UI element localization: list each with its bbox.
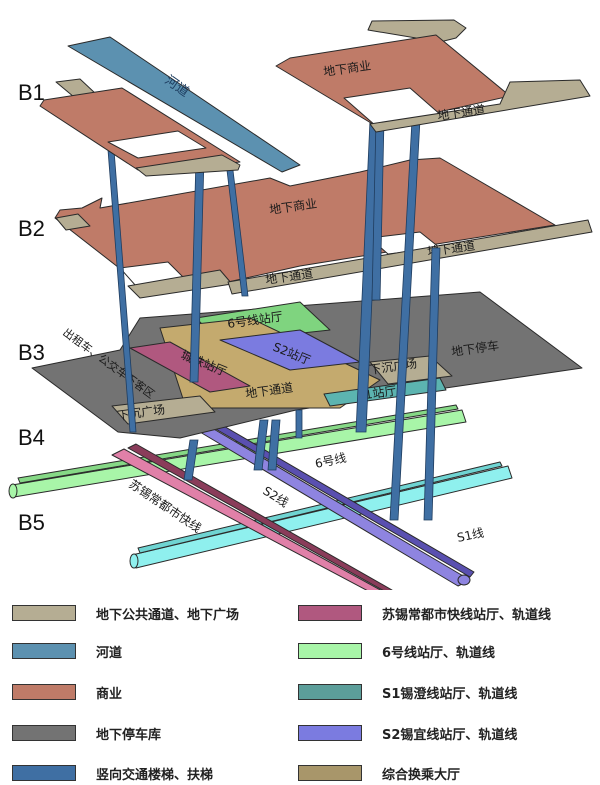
b1-commercial-left xyxy=(39,78,241,177)
legend-item-vertical-transport: 竖向交通楼梯、扶梯 xyxy=(12,763,213,783)
level-label-b5: B5 xyxy=(18,510,45,535)
label-s2-line: S2线 xyxy=(260,484,291,510)
legend-swatch xyxy=(298,765,362,781)
legend-item-line6: 6号线站厅、轨道线 xyxy=(298,641,495,661)
legend-label: 苏锡常都市快线站厅、轨道线 xyxy=(382,607,552,623)
legend-label: 河道 xyxy=(96,645,123,661)
legend-item-parking: 地下停车库 xyxy=(12,723,161,743)
legend-swatch xyxy=(12,684,76,700)
label-s1-line: S1线 xyxy=(456,526,486,545)
legend-item-public-passage: 地下公共通道、地下广场 xyxy=(12,603,239,623)
legend-item-s1-line: S1锡澄线站厅、轨道线 xyxy=(298,682,517,702)
legend-label: 商业 xyxy=(96,686,123,702)
label-parking: 地下停车 xyxy=(450,337,500,359)
level-label-b1: B1 xyxy=(18,80,45,105)
legend-label: 地下停车库 xyxy=(96,727,162,743)
vertical-transport-columns xyxy=(107,119,441,521)
b1-river xyxy=(67,36,301,173)
tube-scc-line xyxy=(111,443,393,590)
label-scc-line: 苏锡常都市快线 xyxy=(126,476,204,535)
legend-label: 综合换乘大厅 xyxy=(382,767,461,783)
legend-label: S2锡宜线站厅、轨道线 xyxy=(382,727,518,743)
legend-swatch xyxy=(298,684,362,700)
label-b1-commercial: 地下商业 xyxy=(322,57,372,79)
legend-swatch xyxy=(298,605,362,621)
legend-item-s2-line: S2锡宜线站厅、轨道线 xyxy=(298,723,517,743)
tube-s2-line xyxy=(199,424,475,587)
legend-label: S1锡澄线站厅、轨道线 xyxy=(382,686,518,702)
label-b2-commercial: 地下商业 xyxy=(268,195,318,217)
legend-item-transfer-hall: 综合换乘大厅 xyxy=(298,763,460,783)
level-label-b4: B4 xyxy=(18,425,45,450)
label-line6: 6号线 xyxy=(314,451,348,471)
level-label-b2: B2 xyxy=(18,216,45,241)
legend-item-river: 河道 xyxy=(12,641,122,661)
tube-s1-line xyxy=(129,461,513,569)
b3-sunken-plaza-left xyxy=(111,395,216,425)
legend-label: 地下公共通道、地下广场 xyxy=(96,607,240,623)
legend-swatch xyxy=(12,725,76,741)
label-b1-passage: 地下通道 xyxy=(436,102,485,123)
legend-item-commercial: 商业 xyxy=(12,682,122,702)
legend: 地下公共通道、地下广场 河道 商业 地下停车库 竖向交通楼梯、扶梯 苏锡常都市快… xyxy=(0,595,600,785)
legend-swatch xyxy=(12,643,76,659)
legend-swatch xyxy=(12,605,76,621)
b3-intercity-hall xyxy=(129,341,251,393)
legend-swatch xyxy=(298,643,362,659)
label-b2-passage-left: 地下通道 xyxy=(264,266,313,287)
label-b3-passage: 地下通道 xyxy=(244,380,293,401)
legend-label: 6号线站厅、轨道线 xyxy=(382,645,496,661)
underground-space-diagram: B1 B2 B3 B4 B5 6号线 S2线 S1线 苏锡常都市快线 6号线站厅… xyxy=(8,19,593,590)
legend-label: 竖向交通楼梯、扶梯 xyxy=(96,767,214,783)
legend-item-suxichang-line: 苏锡常都市快线站厅、轨道线 xyxy=(298,603,551,623)
b1-commercial-right xyxy=(275,19,591,133)
legend-swatch xyxy=(12,765,76,781)
b2-passage-stub xyxy=(55,213,91,231)
legend-swatch xyxy=(298,725,362,741)
level-label-b3: B3 xyxy=(18,340,45,365)
